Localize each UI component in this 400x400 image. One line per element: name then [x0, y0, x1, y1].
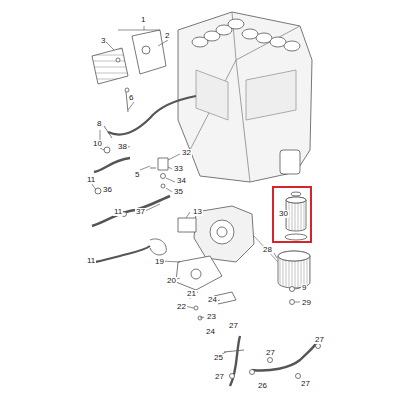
- callout-number: 19: [154, 258, 165, 266]
- callout-number: 27: [314, 336, 325, 344]
- callout-number: 27: [265, 349, 276, 357]
- callout-number: 20: [166, 277, 177, 285]
- callout-number: 34: [176, 177, 187, 185]
- callout-number: 13: [192, 208, 203, 216]
- callout-number: 25: [213, 354, 224, 362]
- callout-number: 24: [207, 296, 218, 304]
- callout-number: 11: [113, 208, 123, 216]
- callout-number: 26: [257, 382, 268, 390]
- callout-number: 33: [173, 165, 184, 173]
- callout-number: 32: [181, 149, 192, 157]
- callout-number: 37: [135, 208, 146, 216]
- callout-number: 21: [186, 290, 197, 298]
- callout-number: 27: [300, 380, 311, 388]
- callout-number: 27: [228, 322, 239, 330]
- callout-number: 1: [140, 16, 146, 24]
- callout-number: 22: [176, 303, 187, 311]
- callout-number: 30: [278, 210, 289, 218]
- callout-number: 9: [301, 284, 307, 292]
- callout-number: 35: [173, 188, 184, 196]
- callout-number: 24: [205, 328, 216, 336]
- callout-number: 28: [262, 246, 273, 254]
- callout-number: 2: [164, 32, 170, 40]
- callout-number: 23: [206, 313, 217, 321]
- callout-number: 11: [86, 257, 96, 265]
- callout-number: 38: [117, 143, 128, 151]
- callout-number: 27: [214, 373, 225, 381]
- callout-number: 8: [96, 120, 102, 128]
- callout-number: 10: [92, 140, 103, 148]
- callout-number: 29: [301, 299, 312, 307]
- callout-number: 11: [86, 176, 96, 184]
- highlight-box: 30: [272, 186, 312, 243]
- callout-number: 36: [102, 186, 113, 194]
- callout-number: 3: [100, 37, 106, 45]
- callout-number: 6: [128, 94, 134, 102]
- callout-number: 5: [134, 171, 140, 179]
